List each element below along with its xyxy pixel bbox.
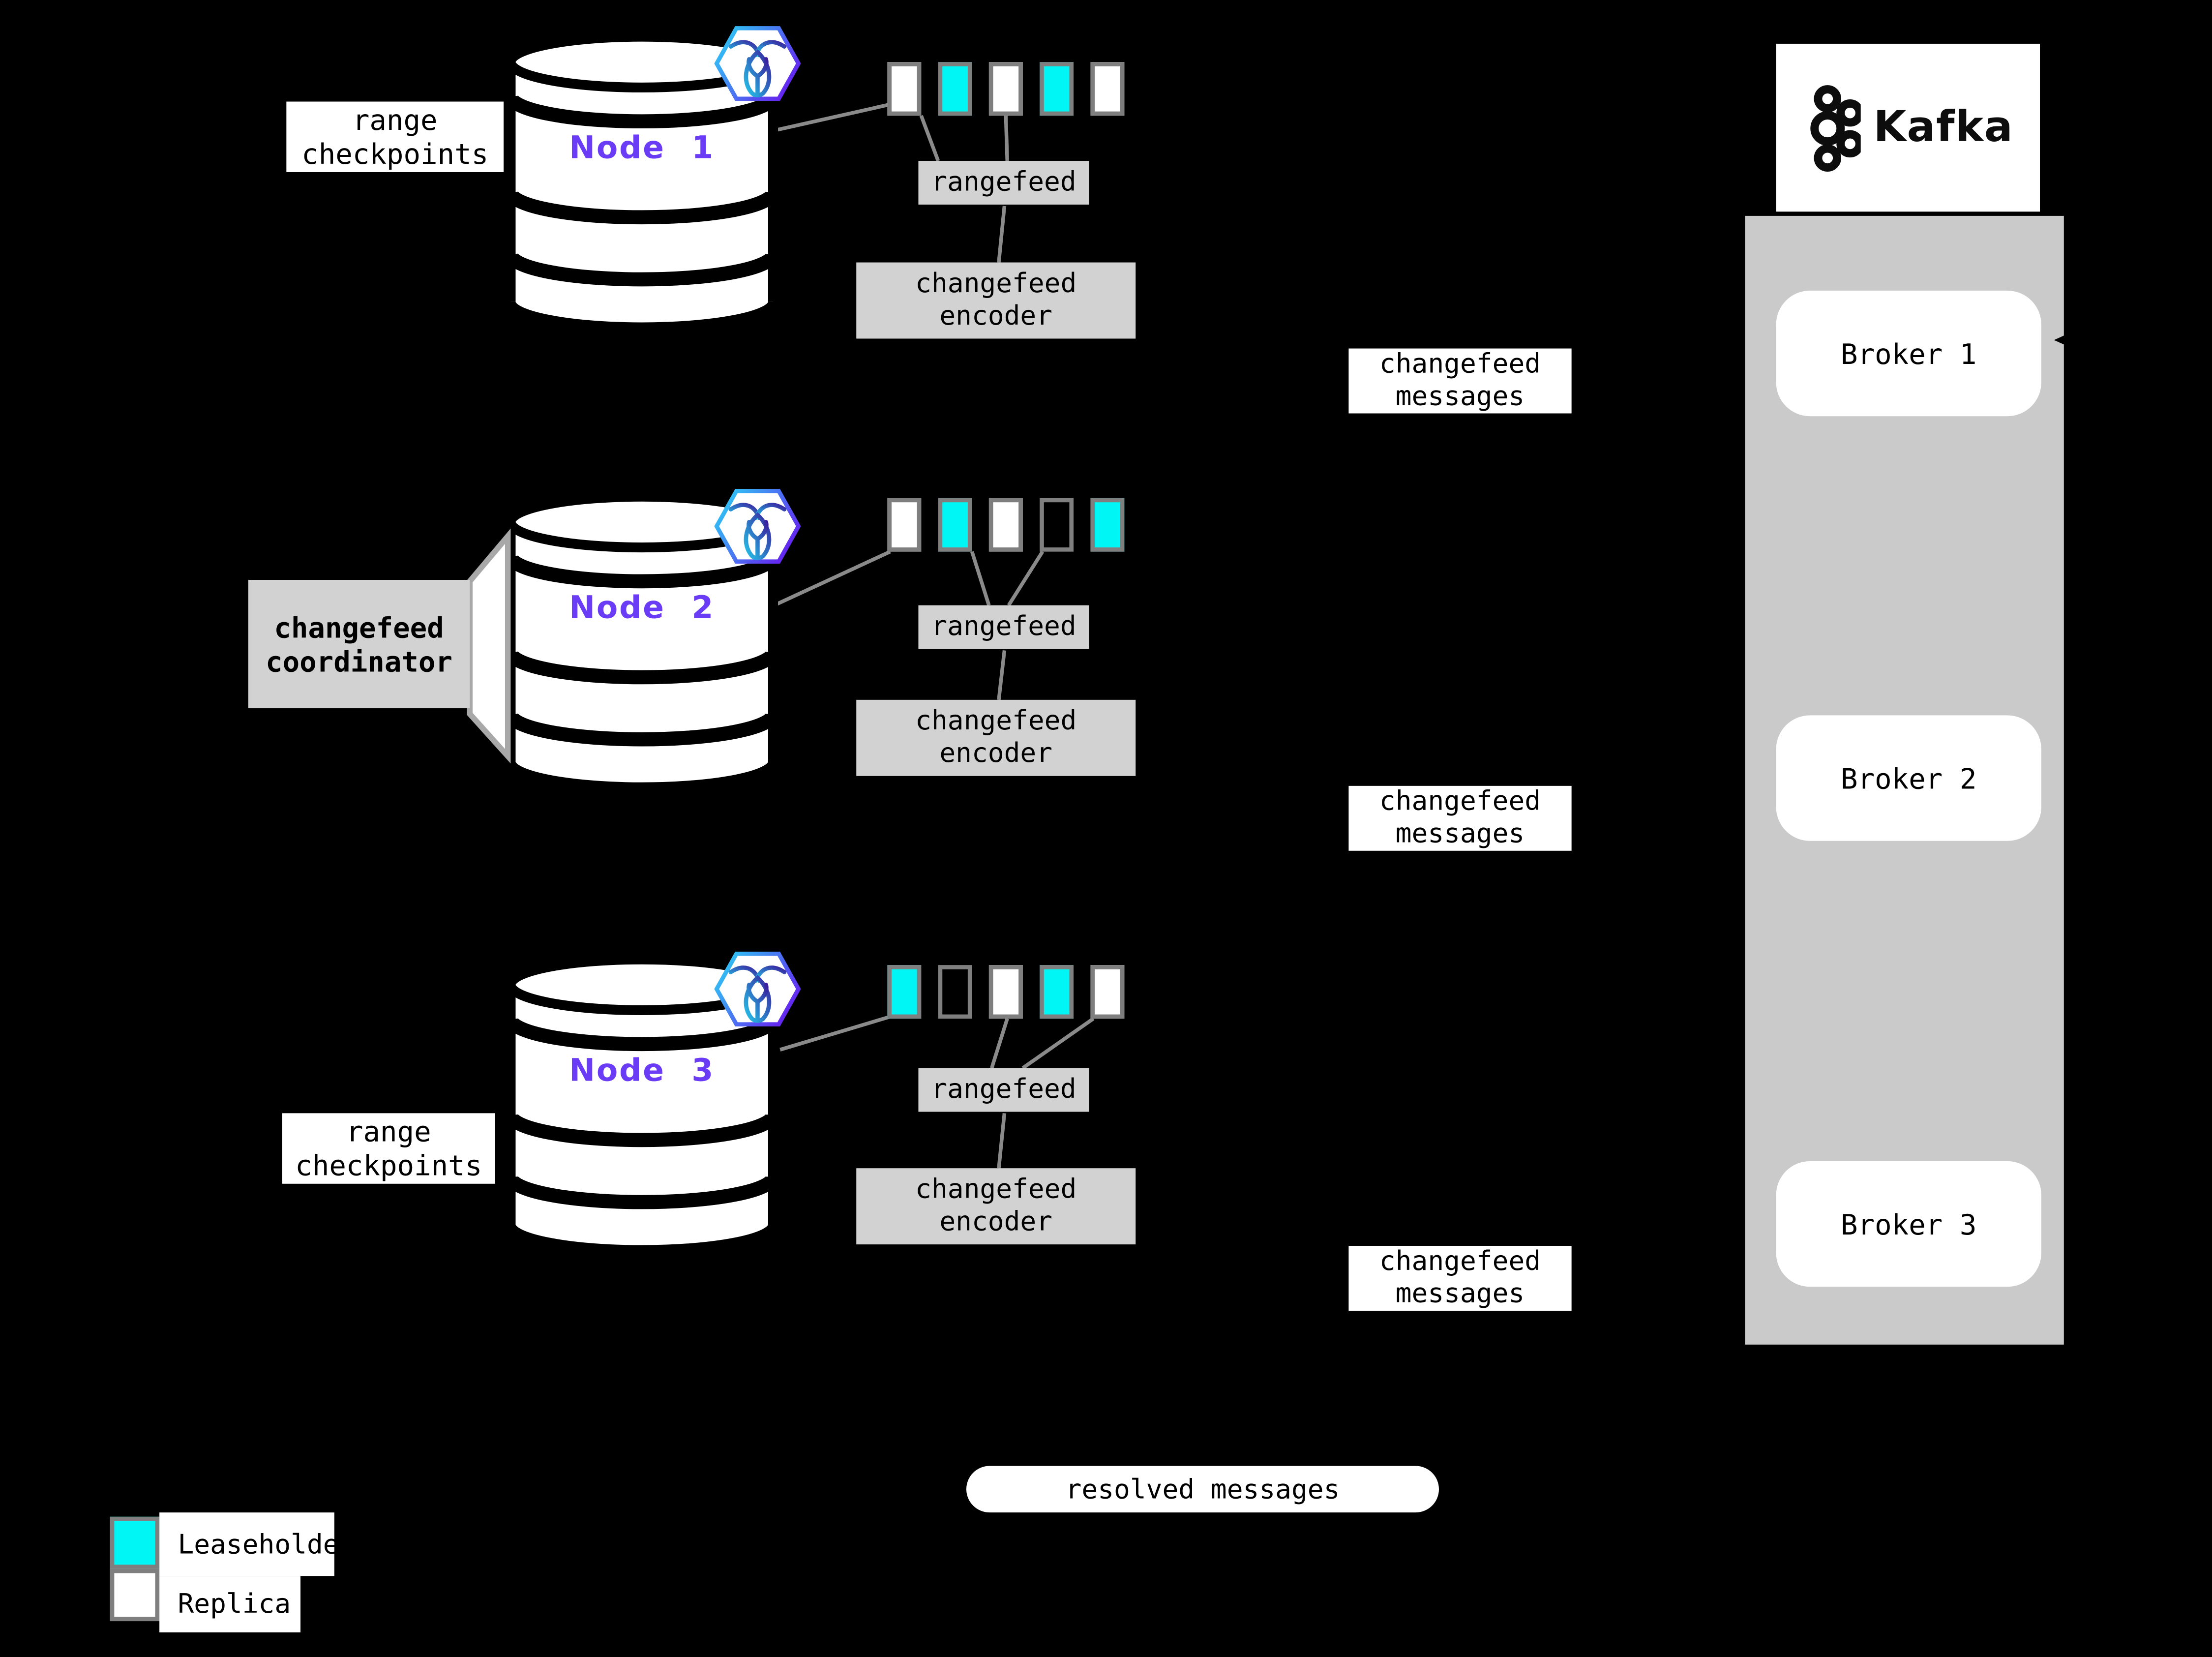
range-cell bbox=[887, 965, 922, 1019]
range-cell bbox=[1040, 62, 1074, 116]
range-cell bbox=[1040, 965, 1074, 1019]
encoder-label-line2: encoder bbox=[939, 301, 1053, 332]
node1-range-cells bbox=[887, 62, 1125, 116]
node3-rangefeed-box: rangefeed bbox=[918, 1068, 1089, 1112]
legend-replica-swatch bbox=[110, 1568, 160, 1622]
node2-connectors bbox=[777, 550, 1045, 700]
messages-line2: messages bbox=[1395, 381, 1525, 412]
range-cell bbox=[938, 498, 972, 552]
kafka-title: Kafka bbox=[1873, 103, 2014, 152]
rangefeed-label: rangefeed bbox=[931, 611, 1076, 642]
range-cell bbox=[1090, 498, 1125, 552]
encoder-label-line2: encoder bbox=[939, 1206, 1053, 1237]
changefeed-coordinator-box: changefeed coordinator bbox=[248, 580, 470, 709]
legend-replica-label: Replica bbox=[159, 1576, 301, 1632]
coordinator-line1: changefeed bbox=[274, 610, 444, 644]
broker-label: Broker 2 bbox=[1841, 761, 1977, 795]
range-cell bbox=[1090, 965, 1125, 1019]
range-cell bbox=[988, 62, 1023, 116]
encoder-label-line1: changefeed bbox=[915, 705, 1077, 737]
node3-range-cells bbox=[887, 965, 1125, 1019]
encoder-label-line1: changefeed bbox=[915, 268, 1077, 300]
node1-rangefeed-box: rangefeed bbox=[918, 161, 1089, 205]
node3-connectors bbox=[779, 1014, 1095, 1169]
range-checkpoints-line2: checkpoints bbox=[301, 137, 489, 171]
range-checkpoints-line1: range bbox=[346, 1115, 431, 1149]
changefeed-messages-label-1: changefeed messages bbox=[1348, 348, 1572, 414]
node2-changefeed-encoder-box: changefeed encoder bbox=[856, 699, 1136, 776]
cockroachdb-logo-icon bbox=[714, 951, 801, 1026]
range-cell bbox=[887, 62, 922, 116]
range-cell bbox=[938, 62, 972, 116]
broker-label: Broker 1 bbox=[1841, 336, 1977, 371]
broker-2-box: Broker 2 bbox=[1776, 715, 2041, 841]
messages-line1: changefeed bbox=[1379, 348, 1541, 380]
range-checkpoints-line1: range bbox=[352, 103, 438, 137]
cockroachdb-logo-icon bbox=[714, 26, 801, 101]
legend-label-text: Replica bbox=[178, 1589, 291, 1620]
node2-label: Node 2 bbox=[569, 590, 715, 626]
rangefeed-label: rangefeed bbox=[931, 166, 1076, 198]
kafka-logo-icon bbox=[1810, 84, 1861, 171]
node1-label: Node 1 bbox=[569, 130, 715, 166]
node3-range-checkpoints-label: range checkpoints bbox=[282, 1113, 495, 1184]
node1-database-cylinder bbox=[505, 33, 779, 332]
broker-3-box: Broker 3 bbox=[1776, 1161, 2041, 1287]
broker1-arrowhead-icon bbox=[2054, 327, 2083, 353]
node2-database-cylinder bbox=[505, 494, 779, 792]
encoder-label-line1: changefeed bbox=[915, 1174, 1077, 1205]
node2-rangefeed-box: rangefeed bbox=[918, 605, 1089, 649]
messages-line1: changefeed bbox=[1379, 1245, 1541, 1277]
range-cell bbox=[938, 965, 972, 1019]
legend-leaseholder-label: Leaseholder bbox=[159, 1512, 355, 1576]
broker-1-box: Broker 1 bbox=[1776, 290, 2041, 417]
range-cell bbox=[1040, 498, 1074, 552]
messages-line2: messages bbox=[1395, 1278, 1525, 1310]
node3-label: Node 3 bbox=[569, 1053, 715, 1089]
coordinator-flag-panel bbox=[467, 528, 511, 764]
node3-database-cylinder bbox=[505, 956, 779, 1255]
node1-range-checkpoints-label: range checkpoints bbox=[286, 101, 504, 172]
node1-connectors bbox=[777, 102, 1009, 263]
broker-label: Broker 3 bbox=[1841, 1207, 1977, 1241]
changefeed-messages-label-2: changefeed messages bbox=[1348, 785, 1572, 851]
range-cell bbox=[988, 498, 1023, 552]
resolved-messages-pill: resolved messages bbox=[966, 1466, 1439, 1513]
changefeed-messages-label-3: changefeed messages bbox=[1348, 1245, 1572, 1311]
messages-line1: changefeed bbox=[1379, 785, 1541, 817]
messages-line2: messages bbox=[1395, 818, 1525, 849]
range-cell bbox=[887, 498, 922, 552]
legend-leaseholder-swatch bbox=[110, 1516, 160, 1569]
node3-changefeed-encoder-box: changefeed encoder bbox=[856, 1168, 1136, 1245]
resolved-messages-label: resolved messages bbox=[1065, 1474, 1340, 1505]
range-cell bbox=[1090, 62, 1125, 116]
range-cell bbox=[988, 965, 1023, 1019]
cockroachdb-logo-icon bbox=[714, 488, 801, 564]
node1-changefeed-encoder-box: changefeed encoder bbox=[856, 262, 1136, 339]
coordinator-line2: coordinator bbox=[266, 644, 453, 678]
kafka-logo-box: Kafka bbox=[1776, 43, 2040, 212]
encoder-label-line2: encoder bbox=[939, 738, 1053, 769]
node2-range-cells bbox=[887, 498, 1125, 552]
rangefeed-label: rangefeed bbox=[931, 1074, 1076, 1105]
range-checkpoints-line2: checkpoints bbox=[295, 1148, 482, 1182]
legend-label-text: Leaseholder bbox=[178, 1529, 356, 1560]
